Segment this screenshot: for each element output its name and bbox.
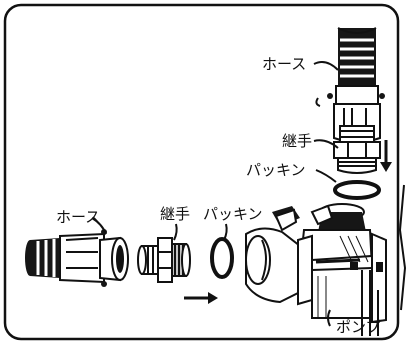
leader-hose-top xyxy=(313,61,339,71)
packing-left xyxy=(210,237,234,279)
leader-fitting-left xyxy=(173,223,178,241)
fitting-top xyxy=(333,125,381,174)
label-pump: ポンプ xyxy=(336,318,381,336)
pump-body xyxy=(245,203,387,336)
arrow-down-icon xyxy=(380,140,392,172)
label-packing-left: パッキン xyxy=(203,205,263,223)
label-fitting-left: 継手 xyxy=(160,205,190,223)
label-packing-top: パッキン xyxy=(246,161,306,179)
label-fitting-top: 継手 xyxy=(282,132,312,150)
leader-pump xyxy=(327,309,331,327)
arrow-right-icon xyxy=(184,292,218,304)
diagram-frame xyxy=(3,3,400,341)
fitting-left xyxy=(137,237,191,283)
packing-top xyxy=(333,180,381,200)
label-hose-top: ホース xyxy=(262,55,306,73)
hose-top xyxy=(315,27,385,143)
page-edge-mark xyxy=(398,184,407,311)
label-hose-left: ホース xyxy=(56,208,100,226)
leader-fitting-top xyxy=(313,139,339,149)
leader-hose-left xyxy=(91,217,107,235)
leader-packing-top xyxy=(315,169,337,183)
leader-packing-left xyxy=(223,223,228,241)
hose-left xyxy=(25,229,129,287)
